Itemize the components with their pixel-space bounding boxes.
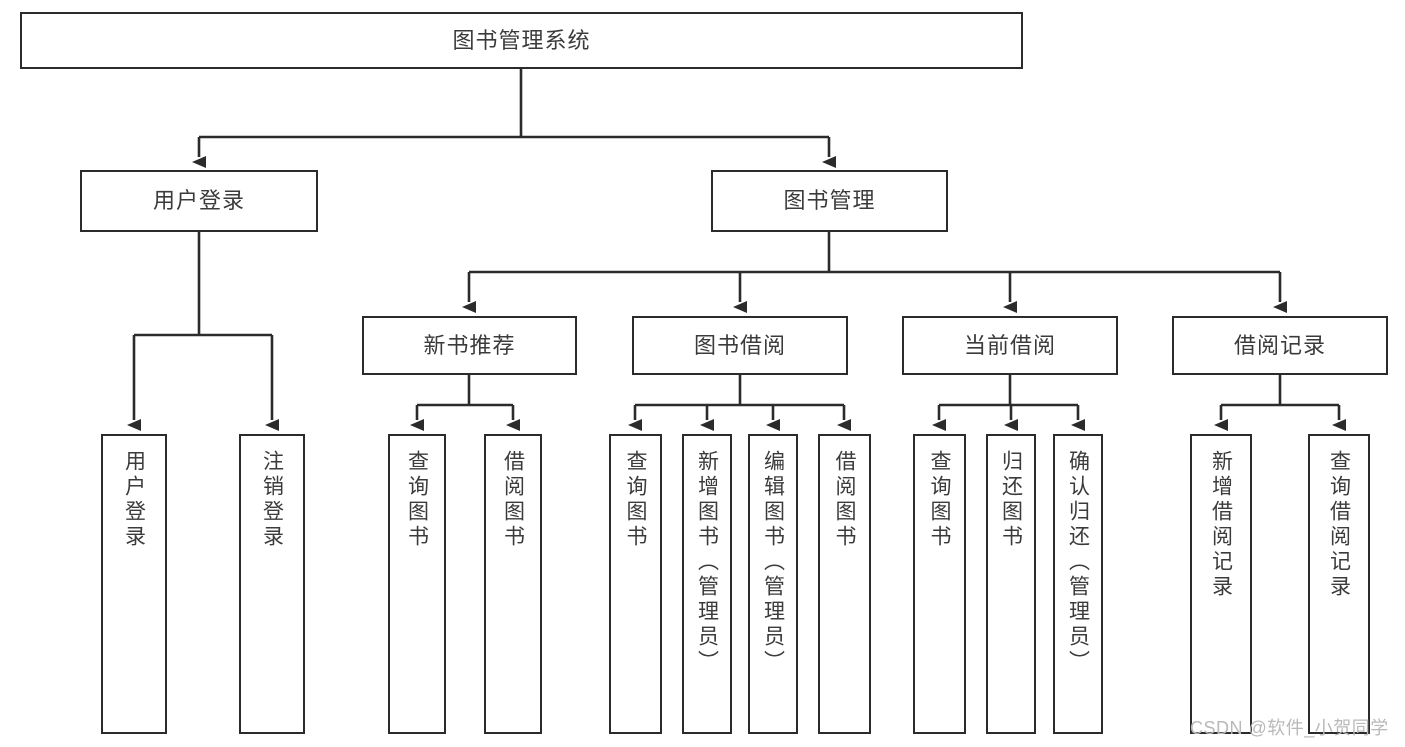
node-leaf-book-add[interactable]: 新增图书（管理员） [682, 434, 732, 734]
node-leaf-rec-add-label: 新增借阅记录 [1209, 450, 1233, 600]
node-book-manage[interactable]: 图书管理 [711, 170, 948, 232]
node-leaf-borrow-query-label: 查询图书 [624, 450, 647, 550]
node-leaf-rec-query2[interactable]: 查询借阅记录 [1308, 434, 1370, 734]
node-new-book-rec[interactable]: 新书推荐 [362, 316, 577, 375]
node-book-manage-label: 图书管理 [783, 188, 876, 214]
node-leaf-user-login-label: 用户登录 [122, 450, 146, 550]
node-current-borrow[interactable]: 当前借阅 [902, 316, 1118, 375]
node-leaf-book-edit[interactable]: 编辑图书（管理员） [748, 434, 798, 734]
node-leaf-borrow-book-label: 借阅图书 [833, 450, 856, 550]
node-leaf-rec-query-label: 查询图书 [405, 450, 429, 550]
node-root[interactable]: 图书管理系统 [20, 12, 1023, 69]
node-leaf-rec-query[interactable]: 查询图书 [388, 434, 446, 734]
node-root-label: 图书管理系统 [452, 27, 591, 53]
node-book-borrow[interactable]: 图书借阅 [632, 316, 848, 375]
node-leaf-cur-query[interactable]: 查询图书 [913, 434, 966, 734]
node-leaf-book-edit-label: 编辑图书（管理员） [761, 450, 785, 675]
node-leaf-rec-borrow-label: 借阅图书 [501, 450, 525, 550]
node-leaf-rec-add[interactable]: 新增借阅记录 [1190, 434, 1252, 734]
node-leaf-cur-query-label: 查询图书 [928, 450, 951, 550]
node-borrow-record[interactable]: 借阅记录 [1172, 316, 1388, 375]
node-borrow-record-label: 借阅记录 [1233, 332, 1326, 358]
node-leaf-rec-query2-label: 查询借阅记录 [1327, 450, 1351, 600]
node-current-borrow-label: 当前借阅 [963, 332, 1056, 358]
watermark-text: CSDN @软件_小贺同学 [1190, 718, 1389, 738]
node-leaf-rec-borrow[interactable]: 借阅图书 [484, 434, 542, 734]
node-leaf-user-logout-label: 注销登录 [260, 450, 284, 550]
node-leaf-user-login[interactable]: 用户登录 [101, 434, 167, 734]
node-leaf-book-add-label: 新增图书（管理员） [695, 450, 719, 675]
node-leaf-borrow-query[interactable]: 查询图书 [609, 434, 662, 734]
node-book-borrow-label: 图书借阅 [693, 332, 786, 358]
node-leaf-cur-return-label: 归还图书 [999, 450, 1023, 550]
node-leaf-cur-confirm-label: 确认归还（管理员） [1066, 450, 1090, 675]
node-new-book-rec-label: 新书推荐 [423, 332, 516, 358]
node-leaf-cur-confirm[interactable]: 确认归还（管理员） [1053, 434, 1103, 734]
node-leaf-cur-return[interactable]: 归还图书 [986, 434, 1036, 734]
node-user-login-label: 用户登录 [152, 188, 245, 214]
node-user-login[interactable]: 用户登录 [80, 170, 318, 232]
node-leaf-user-logout[interactable]: 注销登录 [239, 434, 305, 734]
node-leaf-borrow-book[interactable]: 借阅图书 [818, 434, 871, 734]
